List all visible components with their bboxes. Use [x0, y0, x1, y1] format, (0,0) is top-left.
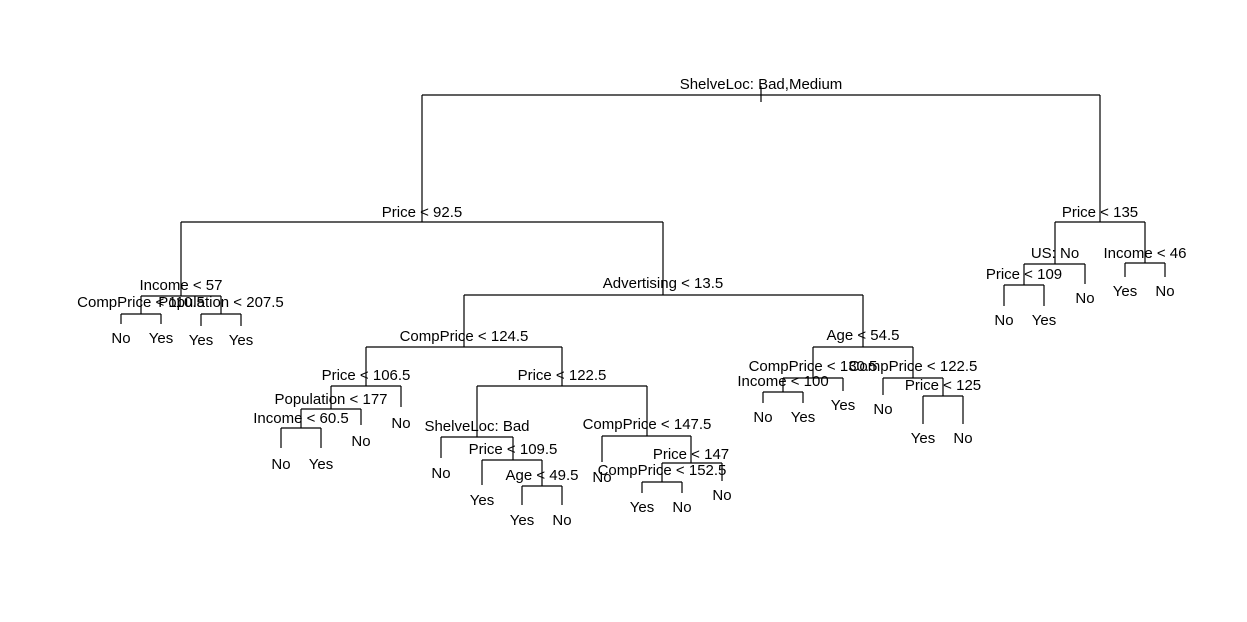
split-label: Income < 57	[140, 277, 223, 294]
split-labels: ShelveLoc: Bad,Medium Price < 92.5 Incom…	[77, 76, 1186, 484]
leaf-label: No	[1075, 290, 1094, 307]
split-label: Price < 135	[1062, 204, 1138, 221]
split-label: CompPrice < 110.5	[77, 294, 205, 311]
split-label: ShelveLoc: Bad	[424, 418, 529, 435]
leaf-label: Yes	[309, 456, 333, 473]
split-label: CompPrice < 152.5	[598, 462, 727, 479]
tree-edges	[120, 86, 1166, 505]
leaf-label: No	[994, 312, 1013, 329]
leaf-label: Yes	[1032, 312, 1056, 329]
leaf-label: No	[111, 330, 130, 347]
leaf-label: Yes	[911, 430, 935, 447]
split-label: Price < 122.5	[518, 367, 607, 384]
leaf-label: Yes	[831, 397, 855, 414]
split-label: Price < 92.5	[382, 204, 462, 221]
split-label: US: No	[1031, 245, 1079, 262]
split-label: Price < 109.5	[469, 441, 558, 458]
leaf-label: Yes	[1113, 283, 1137, 300]
leaf-label: No	[753, 409, 772, 426]
split-label: Advertising < 13.5	[603, 275, 724, 292]
split-label: ShelveLoc: Bad,Medium	[680, 76, 843, 93]
split-label: Age < 54.5	[827, 327, 900, 344]
split-label: Income < 100	[737, 373, 828, 390]
leaf-label: No	[873, 401, 892, 418]
leaf-label: No	[1155, 283, 1174, 300]
leaf-label: Yes	[149, 330, 173, 347]
leaf-label: Yes	[791, 409, 815, 426]
leaf-label: No	[431, 465, 450, 482]
leaf-label: Yes	[510, 512, 534, 529]
leaf-label: No	[672, 499, 691, 516]
leaf-label: Yes	[189, 332, 213, 349]
leaf-label: Yes	[470, 492, 494, 509]
leaf-labels: No Yes Yes Yes No Yes No No No Yes Yes N…	[111, 283, 1174, 529]
leaf-label: No	[592, 469, 611, 486]
leaf-label: No	[552, 512, 571, 529]
split-label: Income < 46	[1104, 245, 1187, 262]
split-label: CompPrice < 147.5	[583, 416, 712, 433]
split-label: Price < 147	[653, 446, 729, 463]
leaf-label: No	[271, 456, 290, 473]
leaf-label: Yes	[229, 332, 253, 349]
leaf-label: Yes	[630, 499, 654, 516]
split-label: Population < 207.5	[158, 294, 284, 311]
leaf-label: No	[351, 433, 370, 450]
split-label: Age < 49.5	[506, 467, 579, 484]
split-label: Income < 60.5	[253, 410, 348, 427]
split-label: Price < 125	[905, 377, 981, 394]
leaf-label: No	[712, 487, 731, 504]
split-label: CompPrice < 130.5	[749, 358, 878, 375]
split-label: Price < 109	[986, 266, 1062, 283]
split-label: CompPrice < 124.5	[400, 328, 529, 345]
split-label: Price < 106.5	[322, 367, 411, 384]
leaf-label: No	[391, 415, 410, 432]
split-label: Population < 177	[274, 391, 387, 408]
leaf-label: No	[953, 430, 972, 447]
split-label: CompPrice < 122.5	[849, 358, 978, 375]
